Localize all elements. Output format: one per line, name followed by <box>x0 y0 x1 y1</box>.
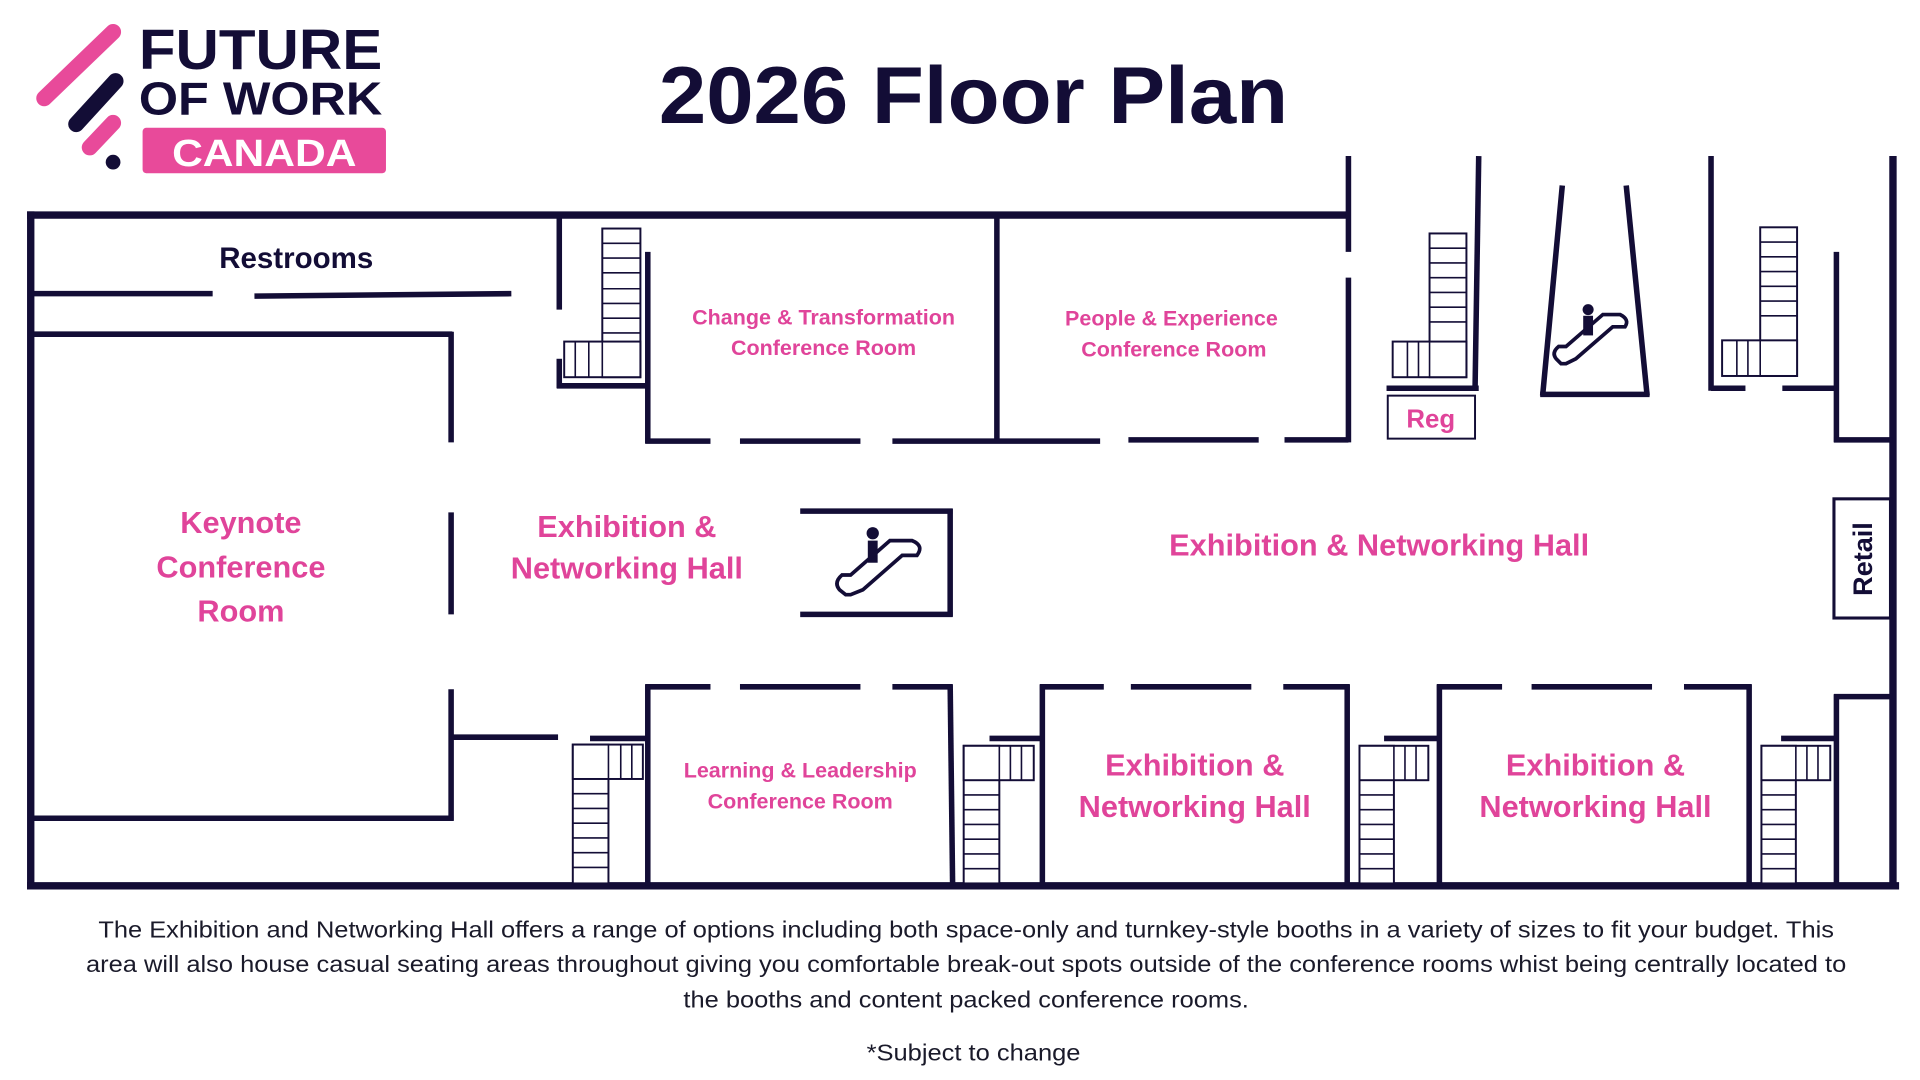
stairs-icon <box>1358 735 1439 885</box>
people-experience-label-line1: People & Experience <box>1065 307 1278 331</box>
restrooms-label: Restrooms <box>219 242 373 275</box>
exhibition-west-label-line2: Networking Hall <box>511 551 743 586</box>
exhibition-south-2-label-line1: Exhibition & <box>1506 747 1685 782</box>
stairs-icon <box>1721 226 1799 377</box>
outer-walls <box>27 155 1900 890</box>
learning-leadership-label-line2: Conference Room <box>708 789 893 813</box>
logo-line-of-work: OF WORK <box>139 72 383 124</box>
logo-dot <box>105 154 121 170</box>
keynote-label-line2: Conference <box>156 549 325 584</box>
exhibition-south-2-label-line2: Networking Hall <box>1479 789 1711 824</box>
registration-area: Reg <box>1386 232 1479 440</box>
footer-description-line3: the booths and content packed conference… <box>683 987 1248 1013</box>
change-transformation-room: Change & Transformation Conference Room <box>645 217 1101 444</box>
logo-stripe-pink-2 <box>81 114 122 156</box>
people-experience-room: People & Experience Conference Room <box>1065 277 1352 443</box>
learning-leadership-room: Learning & Leadership Conference Room <box>645 684 956 886</box>
logo-canada-badge <box>142 127 386 174</box>
exhibition-south-1-label-line1: Exhibition & <box>1105 747 1284 782</box>
keynote-room: Keynote Conference Room <box>33 331 647 822</box>
page-title: 2026 Floor Plan <box>659 51 1288 141</box>
escalator-north <box>1539 185 1650 398</box>
exhibition-south-1-label-line2: Networking Hall <box>1079 789 1311 824</box>
stairs-icon <box>571 743 644 885</box>
logo-line-future: FUTURE <box>139 18 382 81</box>
stairs-icon <box>556 217 648 389</box>
retail-kiosk: Retail <box>1832 497 1893 620</box>
subject-to-change-note: *Subject to change <box>867 1039 1081 1065</box>
footer-description-line2: area will also house casual seating area… <box>86 951 1846 977</box>
restroom-area: Restrooms <box>33 242 512 299</box>
footer: The Exhibition and Networking Hall offer… <box>86 916 1846 1065</box>
logo-stripe-navy <box>68 73 124 133</box>
retail-label: Retail <box>1848 522 1878 596</box>
escalator-icon <box>1552 304 1629 366</box>
change-transformation-label-line1: Change & Transformation <box>692 305 955 329</box>
logo-stripe-pink-1 <box>36 23 122 107</box>
logo-line-canada: CANADA <box>172 133 356 175</box>
east-service-room <box>1833 693 1893 886</box>
escalator-icon <box>835 527 922 597</box>
northeast-stairs <box>1711 226 1893 443</box>
exhibition-south-1: Exhibition & Networking Hall <box>1039 684 1350 886</box>
footer-description-line1: The Exhibition and Networking Hall offer… <box>98 916 1834 942</box>
keynote-label-line1: Keynote <box>180 505 301 540</box>
registration-label: Reg <box>1406 406 1455 434</box>
stairs-icon <box>1391 232 1468 379</box>
stairs-icon <box>962 735 1043 885</box>
logo: FUTURE OF WORK CANADA <box>36 18 386 175</box>
keynote-label-line3: Room <box>197 594 284 629</box>
central-hall: Exhibition & Networking Hall Exhibition … <box>511 509 1589 586</box>
registration-desk <box>1386 394 1477 440</box>
exhibition-main-label: Exhibition & Networking Hall <box>1169 527 1589 562</box>
exhibition-south-2: Exhibition & Networking Hall <box>1436 684 1752 886</box>
escalator-center <box>800 508 953 618</box>
learning-leadership-label-line1: Learning & Leadership <box>684 759 917 783</box>
exhibition-west-label-line1: Exhibition & <box>537 509 716 544</box>
people-experience-label-line2: Conference Room <box>1081 337 1266 361</box>
stairs-icon <box>1760 735 1839 885</box>
change-transformation-label-line2: Conference Room <box>731 336 916 360</box>
